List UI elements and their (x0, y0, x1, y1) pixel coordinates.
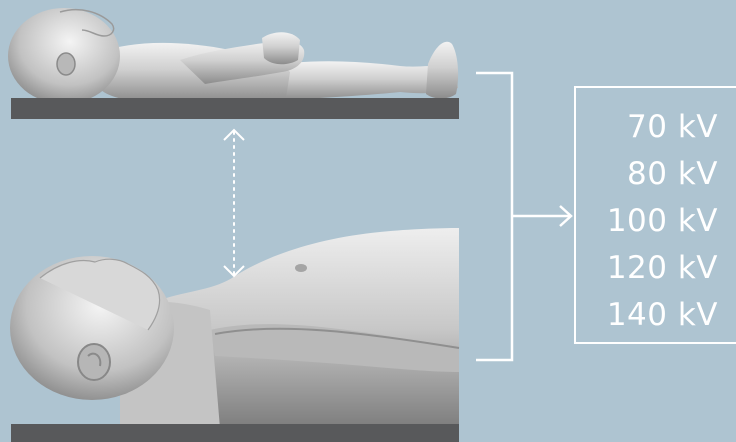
small-patient-figure (8, 8, 458, 104)
tube-voltage-list: 70 kV 80 kV 100 kV 120 kV 140 kV (607, 104, 718, 339)
small-patient-table (11, 98, 459, 119)
voltage-option-70: 70 kV (607, 104, 718, 151)
patient-bracket (476, 73, 512, 360)
tube-voltage-box: 70 kV 80 kV 100 kV 120 kV 140 kV (574, 86, 736, 344)
to-voltage-arrow (512, 206, 571, 226)
voltage-option-140: 140 kV (607, 292, 718, 339)
voltage-option-100: 100 kV (607, 198, 718, 245)
size-comparison-arrow (224, 130, 244, 276)
voltage-option-80: 80 kV (607, 151, 718, 198)
large-patient-table (11, 424, 459, 442)
voltage-option-120: 120 kV (607, 245, 718, 292)
